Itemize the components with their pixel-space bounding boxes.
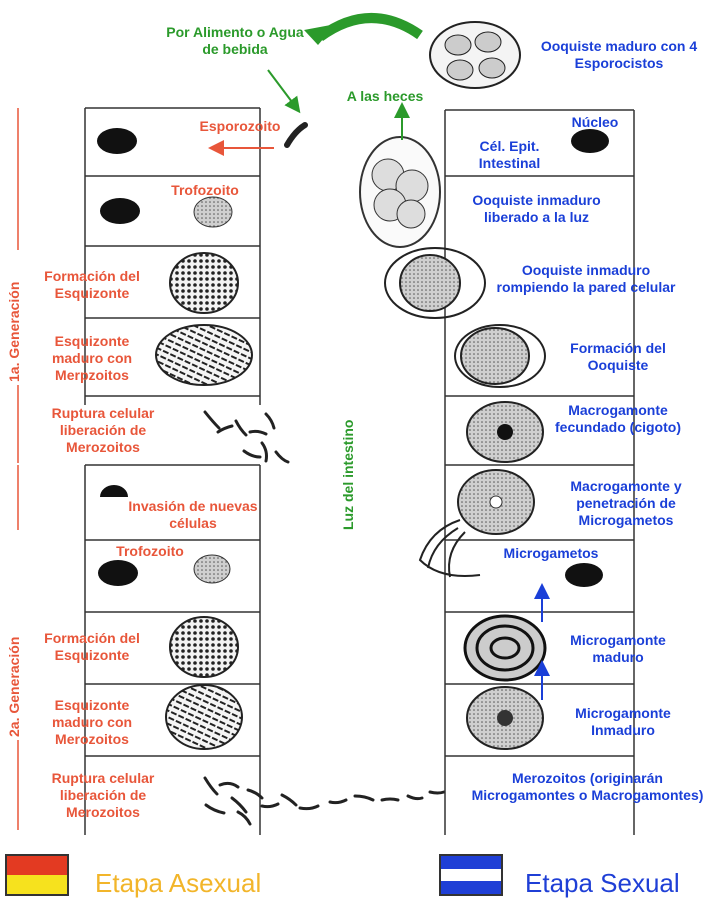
lumen-label: Luz del intestino — [340, 420, 356, 530]
asexual-step-label: Trofozoito — [150, 182, 260, 199]
asexual-step-label: Formación del Esquizonte — [28, 268, 156, 302]
generation-label: 2a. Generación — [6, 637, 22, 737]
sexual-step-label: Ooquiste inmaduro liberado a la luz — [444, 192, 629, 226]
mature-oocyst-label: Ooquiste maduro con 4 Esporocistos — [530, 38, 708, 72]
asexual-step-label: Trofozoito — [85, 543, 215, 560]
source-label: Por Alimento o Agua de bebida — [160, 24, 310, 58]
legend-asexual-label: Etapa Asexual — [95, 868, 261, 898]
legend-sexual-label: Etapa Sexual — [525, 868, 680, 898]
sexual-step-label: Macrogamonte fecundado (cigoto) — [548, 402, 688, 436]
sexual-step-label: Merozoitos (originarán Microgamontes o M… — [470, 770, 705, 804]
sexual-step-label: Cél. Epit. Intestinal — [462, 138, 557, 172]
asexual-step-label: Esporozoito — [180, 118, 300, 135]
asexual-step-label: Ruptura celular liberación de Merozoitos — [28, 405, 178, 456]
asexual-step-label: Formación del Esquizonte — [28, 630, 156, 664]
asexual-step-label: Esquizonte maduro con Merpzoitos — [28, 333, 156, 384]
legend-sexual-swatch — [440, 855, 502, 895]
to-feces-label: A las heces — [330, 88, 440, 105]
asexual-step-label: Ruptura celular liberación de Merozoitos — [28, 770, 178, 821]
generation-label: 1a. Generación — [6, 282, 22, 382]
sexual-step-label: Formación del Ooquiste — [548, 340, 688, 374]
asexual-step-label: Esquizonte maduro con Merozoitos — [28, 697, 156, 748]
asexual-step-label: Invasión de nuevas células — [128, 498, 258, 532]
sexual-step-label: Macrogamonte y penetración de Microgamet… — [540, 478, 712, 529]
sexual-step-label: Ooquiste inmaduro rompiendo la pared cel… — [486, 262, 686, 296]
sexual-step-label: Microgametos — [476, 545, 626, 562]
sexual-step-label: Microgamonte maduro — [548, 632, 688, 666]
sexual-step-label: Núcleo — [560, 114, 630, 131]
sexual-step-label: Microgamonte Inmaduro — [548, 705, 698, 739]
legend-asexual-swatch — [6, 855, 68, 895]
